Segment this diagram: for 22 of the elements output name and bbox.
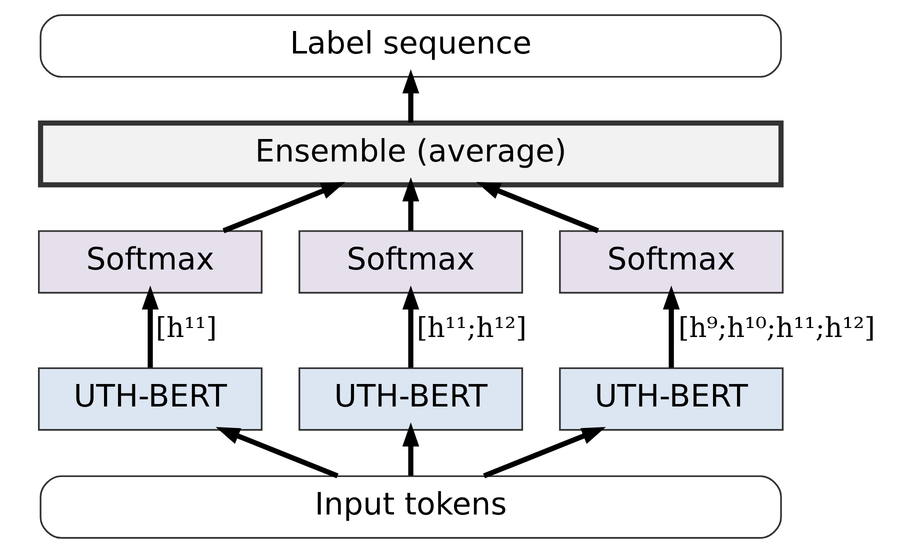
- arrow: [402, 177, 419, 231]
- arrow: [402, 285, 419, 368]
- arrow: [141, 285, 158, 368]
- node-box: Label sequence: [39, 14, 782, 78]
- arrow: [476, 182, 599, 234]
- arrow: [215, 427, 338, 478]
- node-box: Ensemble (average): [38, 120, 784, 188]
- node-box: UTH-BERT: [38, 367, 262, 431]
- node-box: Softmax: [298, 230, 523, 294]
- node-box: Input tokens: [39, 475, 782, 539]
- arrow: [402, 422, 419, 476]
- arrow: [662, 285, 680, 368]
- arrow: [222, 182, 345, 234]
- node-box: UTH-BERT: [298, 367, 523, 431]
- node-box: UTH-BERT: [558, 367, 784, 431]
- arrow: [482, 427, 606, 478]
- node-box: Softmax: [558, 230, 784, 294]
- edge-label: [h¹¹]: [155, 313, 216, 344]
- node-box: Softmax: [38, 230, 262, 294]
- edge-label: [h⁹;h¹⁰;h¹¹;h¹²]: [678, 313, 875, 344]
- arrow: [402, 69, 419, 123]
- edge-label: [h¹¹;h¹²]: [416, 313, 526, 344]
